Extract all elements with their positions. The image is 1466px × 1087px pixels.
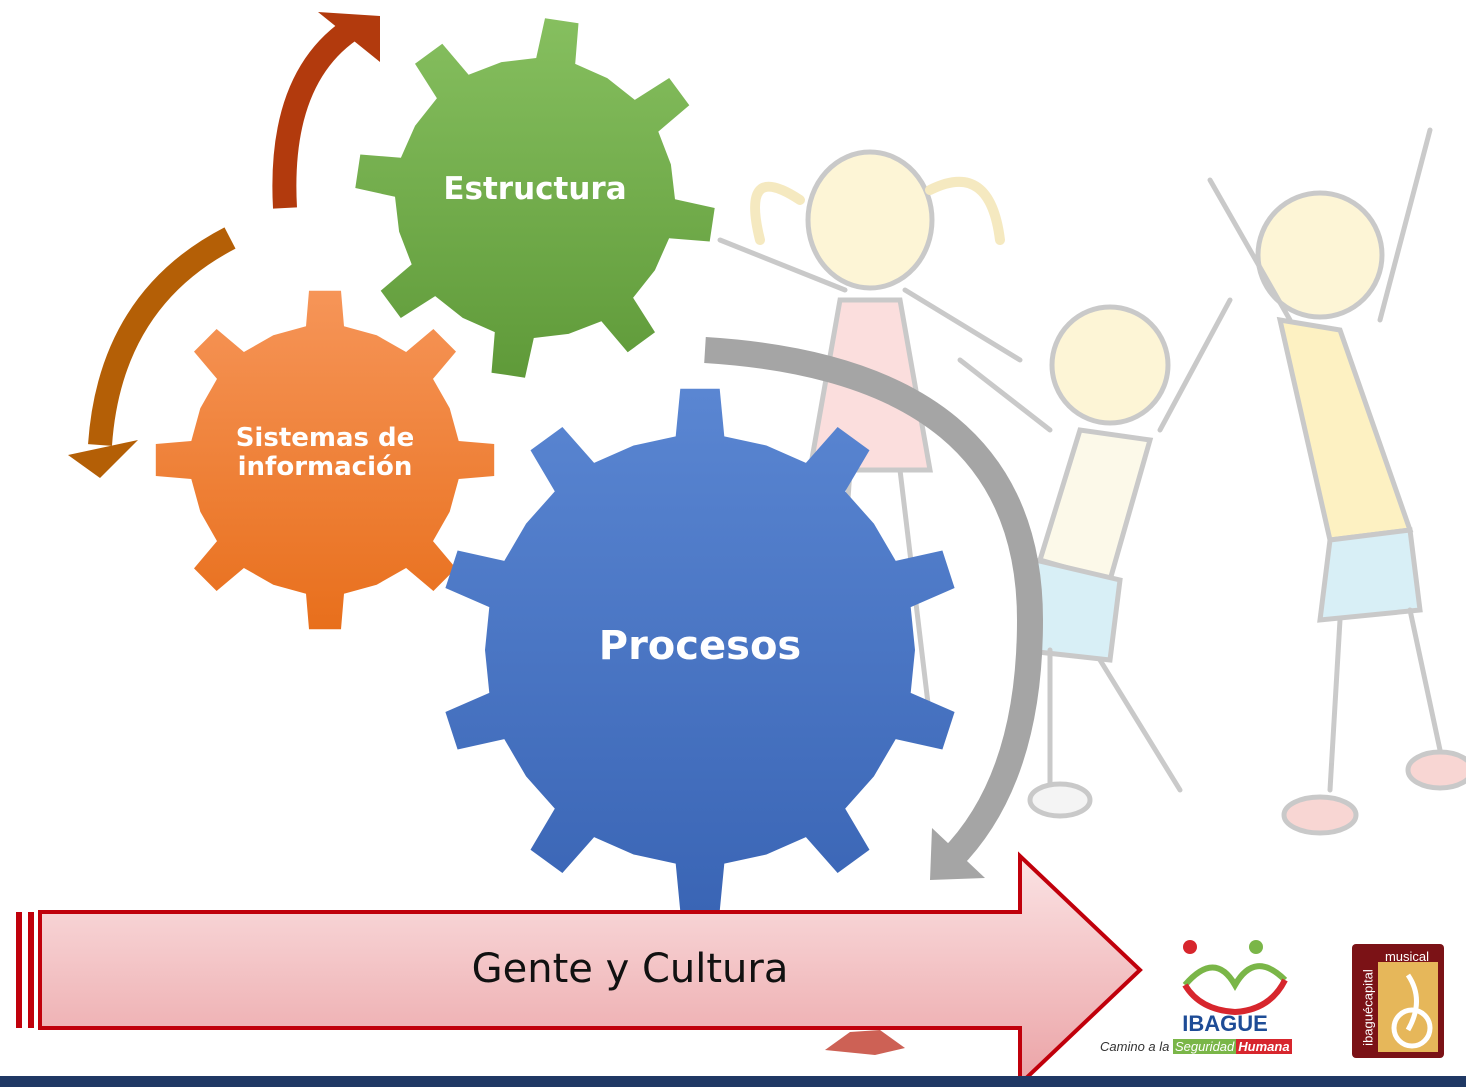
slogan-humana: Humana bbox=[1236, 1039, 1292, 1054]
musical-logo-side-word: ibaguécapital bbox=[1360, 969, 1376, 1046]
cycle-arrow-top bbox=[272, 12, 380, 209]
footer-bar bbox=[0, 1076, 1466, 1087]
gear-label-procesos: Procesos bbox=[598, 623, 802, 669]
musical-logo bbox=[1352, 944, 1444, 1058]
musical-logo-word: musical bbox=[1384, 949, 1430, 964]
gear-green-shape bbox=[355, 18, 715, 378]
ibague-logo-name: IBAGUE bbox=[1182, 1011, 1268, 1036]
banner-label: Gente y Cultura bbox=[471, 946, 789, 992]
gear-procesos bbox=[445, 388, 955, 912]
gear-estructura bbox=[355, 18, 715, 378]
gear-sistemas bbox=[155, 290, 495, 630]
ibague-logo bbox=[1182, 940, 1288, 1016]
slogan-prefix: Camino a la bbox=[1100, 1039, 1173, 1054]
cycle-arrow-left bbox=[68, 227, 236, 478]
gente-cultura-banner bbox=[16, 851, 1143, 1087]
gear-orange-shape bbox=[155, 290, 495, 630]
gear-label-estructura: Estructura bbox=[443, 171, 627, 207]
emblem-icon bbox=[825, 1030, 905, 1055]
cycle-arrow-right bbox=[704, 337, 1044, 880]
slogan-seguridad: Seguridad bbox=[1172, 1039, 1237, 1054]
gear-blue-shape bbox=[445, 388, 955, 912]
gear-label-sistemas: Sistemas de información bbox=[235, 423, 415, 483]
